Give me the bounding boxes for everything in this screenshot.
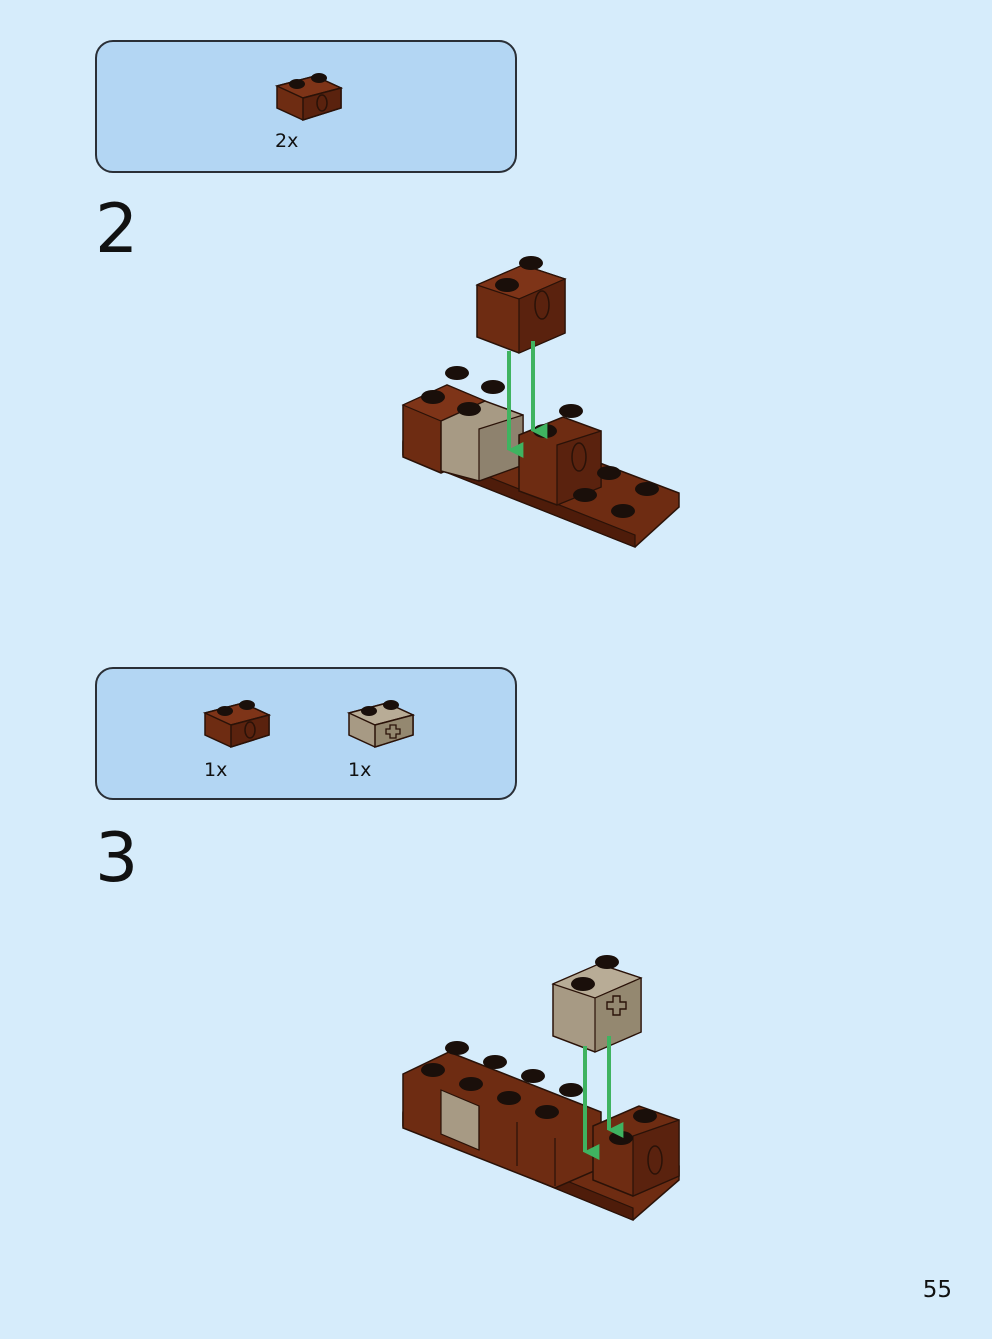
quantity-label: 2x — [275, 130, 299, 152]
quantity-label: 1x — [348, 759, 372, 781]
parts-callout-step-2: 2x — [95, 40, 517, 173]
reddish-brown-technic-brick-icon — [202, 700, 271, 749]
quantity-label: 1x — [204, 759, 228, 781]
page-number: 55 — [922, 1277, 952, 1303]
step-number: 3 — [95, 819, 139, 898]
parts-callout-step-3: 1x 1x — [95, 667, 517, 800]
tan-technic-brick-axle-hole-icon — [346, 700, 415, 749]
step-2-build-illustration — [401, 256, 680, 548]
step-3-build-illustration — [402, 955, 680, 1221]
reddish-brown-technic-brick-icon — [274, 73, 343, 122]
step-number: 2 — [95, 190, 139, 269]
